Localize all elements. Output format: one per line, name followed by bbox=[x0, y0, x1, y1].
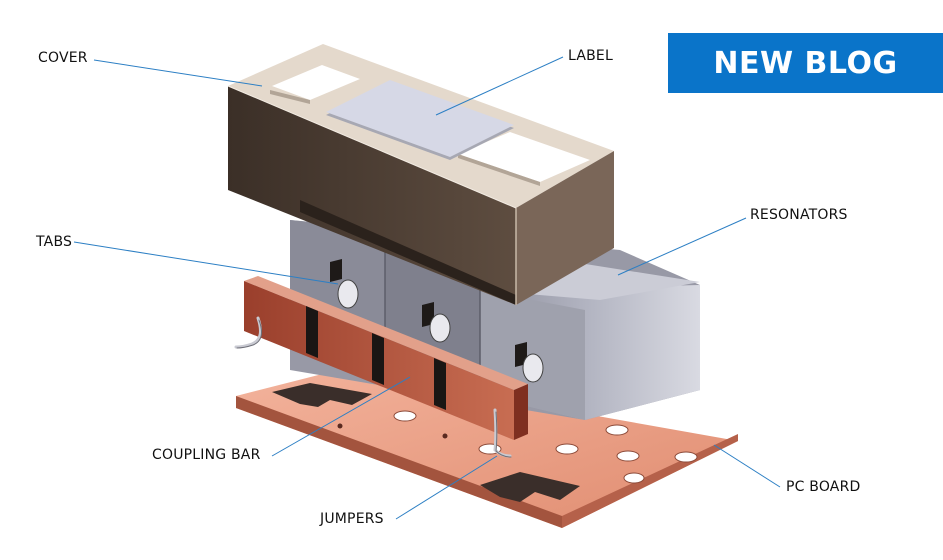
label-resonators: RESONATORS bbox=[750, 207, 848, 223]
new-blog-badge[interactable]: NEW BLOG bbox=[668, 33, 943, 93]
jumpers-shadow bbox=[236, 319, 512, 458]
tabs bbox=[330, 259, 544, 383]
label-label: LABEL bbox=[568, 48, 613, 64]
pc-board bbox=[236, 370, 738, 528]
label-cover: COVER bbox=[38, 50, 88, 66]
coupling-bar bbox=[244, 276, 528, 440]
label-coupling-bar: COUPLING BAR bbox=[152, 447, 261, 463]
jumpers bbox=[234, 316, 512, 458]
label-jumpers: JUMPERS bbox=[320, 511, 384, 527]
label-pc-board: PC BOARD bbox=[786, 479, 861, 495]
label-plate bbox=[326, 80, 514, 160]
cover bbox=[227, 44, 614, 305]
leader-lines bbox=[73, 56, 781, 520]
label-tabs: TABS bbox=[36, 234, 73, 250]
